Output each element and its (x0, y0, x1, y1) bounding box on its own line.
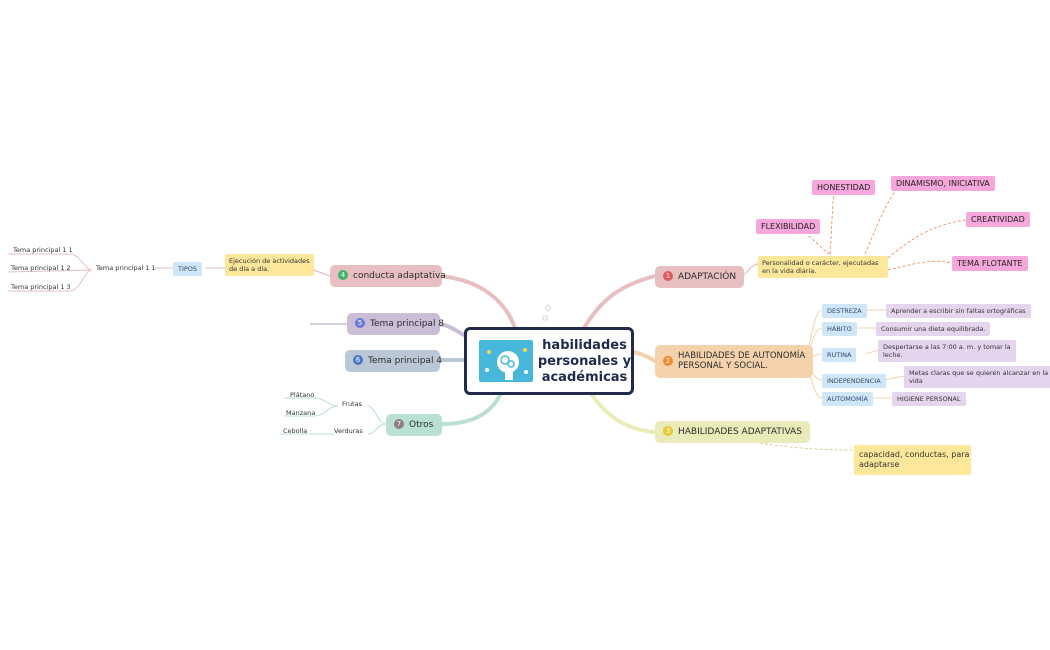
topic-tema-4[interactable]: 6 Tema principal 4 (345, 350, 443, 372)
leaf-cebolla[interactable]: Cebolla (283, 427, 308, 435)
topic-label: ADAPTACIÓN (678, 272, 737, 282)
adaptacion-description[interactable]: Personalidad o carácter, ejecutadas en l… (758, 256, 888, 278)
trait-tema-flotante[interactable]: TEMA FLOTANTE (952, 256, 1028, 271)
tag-destreza[interactable]: DESTREZA (822, 304, 867, 318)
trait-flexibilidad[interactable]: FLEXIBILIDAD (756, 219, 821, 234)
tag-independencia[interactable]: INDEPENDENCIA (822, 374, 886, 388)
topic-label: conducta adaptativa (353, 271, 446, 281)
topic-number-badge: 5 (355, 317, 365, 328)
topic-adaptativas[interactable]: 3 HABILIDADES ADAPTATIVAS (655, 421, 810, 443)
trait-honestidad[interactable]: HONESTIDAD (812, 180, 876, 195)
topic-otros[interactable]: 7 Otros (386, 414, 442, 436)
trait-dinamismo[interactable]: DINAMISMO, INICIATIVA (891, 176, 995, 191)
topic-label: HABILIDADES ADAPTATIVAS (678, 427, 802, 437)
topic-autonomia[interactable]: 2 HABILIDADES DE AUTONOMÍA PERSONAL Y SO… (655, 345, 814, 378)
topic-label: Tema principal 4 (368, 356, 443, 366)
subtopic-tema-principal[interactable]: Tema principal 1 1 (96, 264, 156, 272)
leaf-tema-1[interactable]: Tema principal 1 1 (13, 246, 73, 254)
topic-label: Tema principal 8 (370, 319, 445, 329)
conducta-description[interactable]: Ejecución de actividades de día a día. (225, 254, 314, 276)
desc-independencia[interactable]: Metas claras que se quieren alcanzar en … (904, 366, 1050, 388)
topic-number-badge: 7 (394, 418, 404, 429)
topic-label: Otros (409, 420, 434, 430)
desc-automomia[interactable]: HIGIENE PERSONAL (892, 392, 966, 406)
desc-habito[interactable]: Consumir una dieta equilibrada. (876, 322, 991, 336)
topic-number-badge: 4 (338, 269, 348, 280)
topic-number-badge: 3 (663, 425, 673, 436)
tag-rutina[interactable]: RUTINA (822, 348, 857, 362)
subtopic-frutas[interactable]: Frutas (342, 400, 362, 408)
topic-label: HABILIDADES DE AUTONOMÍA PERSONAL Y SOCI… (678, 351, 806, 371)
trait-creatividad[interactable]: CREATIVIDAD (966, 212, 1030, 227)
central-topic[interactable]: habilidades personales y académicas (464, 327, 634, 395)
tag-automomia[interactable]: AUTOMOMÍA (822, 392, 873, 406)
topic-number-badge: 6 (353, 354, 363, 365)
topic-number-badge: 1 (663, 270, 673, 281)
topic-adaptacion[interactable]: 1 ADAPTACIÓN (655, 266, 745, 288)
leaf-manzana[interactable]: Manzana (286, 409, 316, 417)
subtopic-verduras[interactable]: Verduras (334, 427, 363, 435)
topic-conducta[interactable]: 4 conducta adaptativa (330, 265, 446, 287)
topic-tema-8[interactable]: 5 Tema principal 8 (347, 313, 444, 335)
central-title: habilidades personales y académicas (537, 338, 632, 385)
desc-destreza[interactable]: Aprender a escribir sin faltas ortográfi… (886, 304, 1031, 318)
tag-tipos[interactable]: TIPOS (173, 262, 203, 276)
leaf-platano[interactable]: Plátano (290, 391, 315, 399)
desc-rutina[interactable]: Despertarse a las 7:00 a. m. y tomar la … (878, 340, 1016, 362)
brain-head-icon (479, 340, 533, 382)
topic-number-badge: 2 (663, 356, 673, 366)
leaf-tema-2[interactable]: Tema principal 1 2 (11, 264, 71, 272)
leaf-tema-3[interactable]: Tema principal 1 3 (11, 283, 71, 291)
adaptativas-note[interactable]: capacidad, conductas, para adaptarse (854, 445, 971, 475)
tag-habito[interactable]: HÁBITO (822, 322, 857, 336)
